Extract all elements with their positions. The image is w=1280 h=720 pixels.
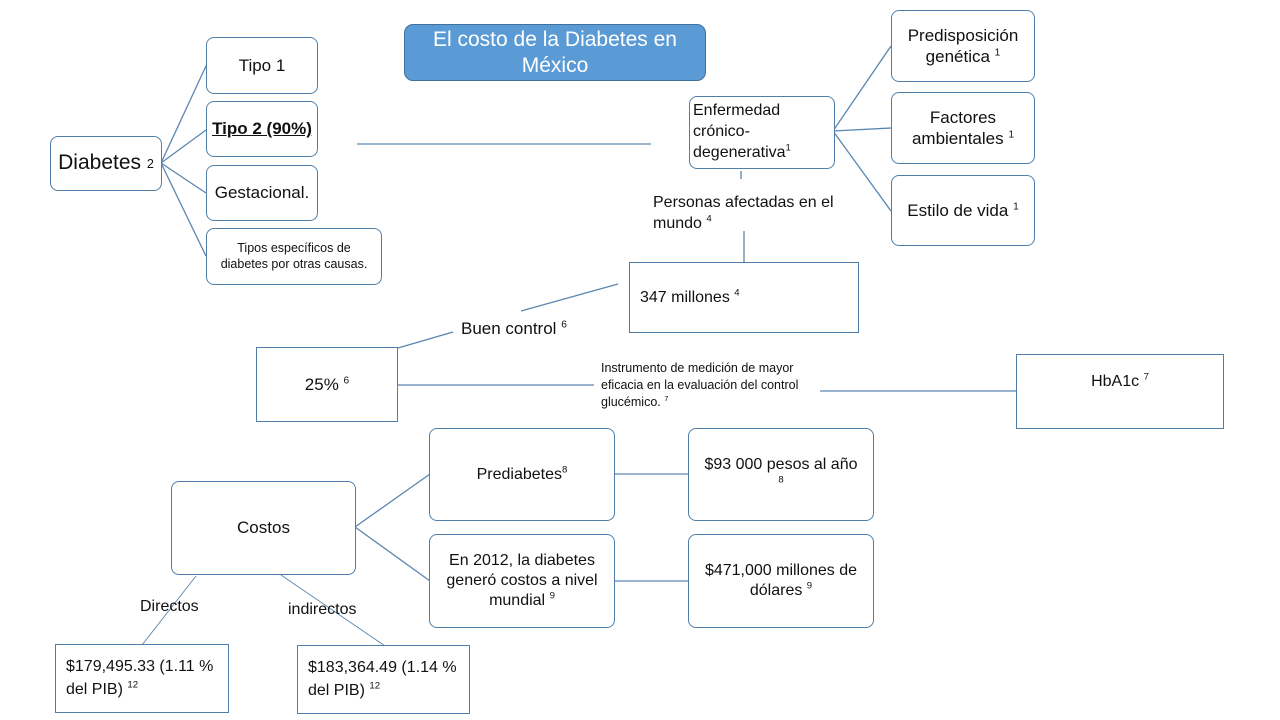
disease-node: Enfermedad crónico-degenerativa1 bbox=[689, 96, 835, 169]
label-text: Personas afectadas en el mundo bbox=[653, 194, 834, 232]
value-text: 347 millones bbox=[640, 288, 730, 306]
branch-label: En 2012, la diabetes generó costos a niv… bbox=[446, 552, 598, 609]
diabetes-node: Diabetes 2 bbox=[50, 136, 162, 191]
connector bbox=[354, 526, 431, 582]
value-text: $183,364.49 (1.14 % del PIB) bbox=[308, 659, 457, 699]
ref: 1 bbox=[785, 142, 791, 154]
branch-label: Prediabetes bbox=[476, 465, 563, 483]
ref: 8 bbox=[778, 474, 784, 486]
type-2-node: Tipo 2 (90%) bbox=[206, 101, 318, 157]
diabetes-label: Diabetes bbox=[58, 151, 142, 175]
value-text: $179,495.33 (1.11 % del PIB) bbox=[66, 658, 214, 698]
value-text: $471,000 millones de dólares bbox=[704, 562, 858, 599]
type-label: Tipo 1 bbox=[238, 55, 286, 75]
global-costs-node: En 2012, la diabetes generó costos a niv… bbox=[429, 534, 615, 628]
label-text: Buen control bbox=[461, 319, 557, 338]
factor-node: Factores ambientales 1 bbox=[891, 92, 1035, 164]
other-types-node: Tipos específicos de diabetes por otras … bbox=[206, 228, 382, 285]
value-text: 25% bbox=[304, 374, 339, 394]
factor-node: Estilo de vida 1 bbox=[891, 175, 1035, 246]
ref: 1 bbox=[994, 47, 1001, 59]
type-1-node: Tipo 1 bbox=[206, 37, 318, 94]
type-label: Tipos específicos de diabetes por otras … bbox=[220, 240, 368, 271]
ref: 6 bbox=[343, 375, 350, 387]
label-text: Instrumento de medición de mayor eficaci… bbox=[601, 361, 799, 409]
ref: 8 bbox=[562, 464, 568, 476]
global-cost-node: $471,000 millones de dólares 9 bbox=[688, 534, 874, 628]
factor-label: Estilo de vida bbox=[907, 200, 1009, 220]
value-text: $93 000 pesos al año bbox=[704, 455, 858, 473]
connector bbox=[354, 473, 431, 528]
type-label: Tipo 2 (90%) bbox=[212, 119, 312, 139]
prediabetes-node: Prediabetes8 bbox=[429, 428, 615, 521]
costs-node: Costos bbox=[171, 481, 356, 575]
label-text: Directos bbox=[140, 598, 199, 615]
ref: 6 bbox=[561, 319, 567, 331]
connector bbox=[832, 127, 892, 132]
direct-label: Directos bbox=[140, 597, 199, 618]
label-text: indirectos bbox=[288, 601, 357, 618]
connector bbox=[160, 65, 207, 164]
control-label: Buen control 6 bbox=[461, 318, 567, 340]
ref: 12 bbox=[127, 679, 139, 691]
affected-value-node: 347 millones 4 bbox=[629, 262, 859, 333]
ref: 7 bbox=[1143, 371, 1149, 383]
indirect-cost-node: $183,364.49 (1.14 % del PIB) 12 bbox=[297, 645, 470, 714]
factor-label: Factores ambientales bbox=[911, 107, 1004, 148]
factor-label: Predisposición genética bbox=[907, 25, 1019, 66]
ref: 9 bbox=[549, 590, 555, 602]
connector bbox=[520, 283, 619, 312]
gestational-node: Gestacional. bbox=[206, 165, 318, 221]
indirect-label: indirectos bbox=[288, 600, 356, 621]
title-text: El costo de la Diabetes en México bbox=[433, 28, 677, 77]
connector bbox=[832, 45, 892, 132]
ref: 9 bbox=[806, 580, 813, 592]
costs-label: Costos bbox=[237, 518, 290, 538]
ref: 4 bbox=[706, 213, 712, 225]
hba1c-node: HbA1c 7 bbox=[1016, 354, 1224, 429]
affected-label: Personas afectadas en el mundo 4 bbox=[653, 193, 853, 235]
factor-node: Predisposición genética 1 bbox=[891, 10, 1035, 82]
instrument-label: Instrumento de medición de mayor eficaci… bbox=[601, 360, 826, 411]
control-value-node: 25% 6 bbox=[256, 347, 398, 422]
ref: 7 bbox=[664, 393, 669, 403]
ref: 1 bbox=[1013, 201, 1019, 213]
ref: 4 bbox=[734, 287, 740, 299]
connector bbox=[160, 129, 207, 164]
disease-label: Enfermedad crónico-degenerativa bbox=[693, 102, 786, 161]
title-box: El costo de la Diabetes en México bbox=[404, 24, 706, 81]
value-text: HbA1c bbox=[1091, 373, 1140, 390]
direct-cost-node: $179,495.33 (1.11 % del PIB) 12 bbox=[55, 644, 229, 713]
connector bbox=[160, 162, 207, 194]
type-label: Gestacional. bbox=[214, 183, 310, 203]
connector bbox=[397, 331, 454, 349]
connector bbox=[160, 162, 207, 257]
ref: 12 bbox=[369, 680, 381, 692]
ref: 1 bbox=[1008, 129, 1015, 141]
